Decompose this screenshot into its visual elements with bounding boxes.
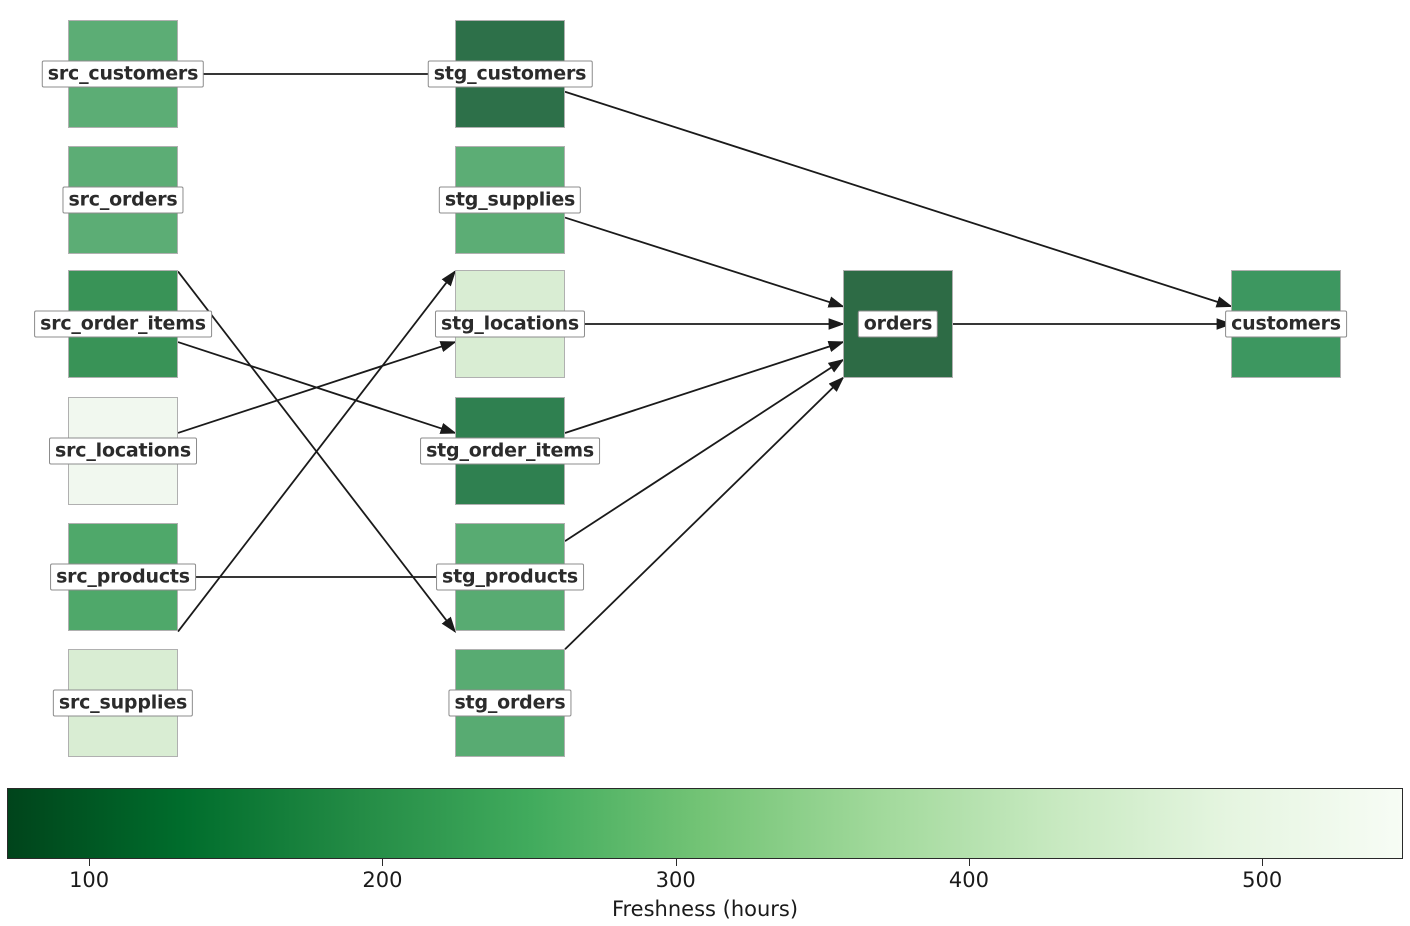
colorbar-ticklabel-100: 100 [69, 868, 110, 892]
colorbar-gradient [7, 788, 1403, 859]
colorbar-ticklabel-400: 400 [948, 868, 989, 892]
edge-stg_orders-to-orders [564, 376, 845, 650]
edge-stg_customers-to-customers [564, 90, 1233, 308]
node-label-src_order_items: src_order_items [34, 310, 212, 338]
node-label-stg_orders: stg_orders [448, 689, 572, 717]
colorbar-tick-100 [89, 859, 91, 866]
edge-layer [177, 73, 1233, 650]
edge-stg_products-to-orders [564, 358, 845, 542]
colorbar-tick-400 [968, 859, 970, 866]
node-label-src_supplies: src_supplies [52, 689, 194, 717]
node-label-src_locations: src_locations [49, 437, 197, 465]
colorbar-tick-500 [1262, 859, 1264, 866]
node-label-orders: orders [857, 310, 939, 338]
node-label-stg_products: stg_products [436, 563, 584, 591]
colorbar-ticklabel-300: 300 [655, 868, 696, 892]
colorbar-axis-label: Freshness (hours) [611, 897, 799, 921]
edge-src_locations-to-stg_locations [177, 341, 457, 434]
colorbar-tick-300 [675, 859, 677, 866]
edge-src_supplies-to-stg_supplies [177, 270, 457, 633]
node-label-src_customers: src_customers [41, 60, 205, 88]
colorbar-ticklabel-500: 500 [1242, 868, 1283, 892]
node-label-stg_order_items: stg_order_items [420, 437, 600, 465]
edge-stg_order_items-to-orders [564, 341, 845, 434]
node-label-customers: customers [1225, 310, 1347, 338]
colorbar-ticklabel-200: 200 [362, 868, 403, 892]
node-label-stg_locations: stg_locations [434, 310, 586, 338]
node-label-src_orders: src_orders [62, 186, 184, 214]
colorbar-tick-200 [382, 859, 384, 866]
edge-stg_supplies-to-orders [564, 216, 845, 308]
node-label-src_products: src_products [50, 563, 196, 591]
node-label-stg_customers: stg_customers [427, 60, 593, 88]
node-label-stg_supplies: stg_supplies [438, 186, 582, 214]
